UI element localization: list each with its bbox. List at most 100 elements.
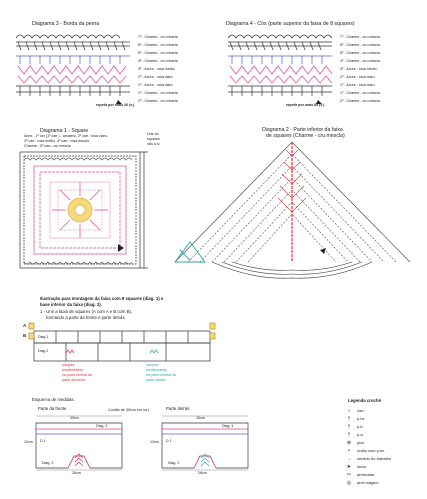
legend-item: † p.bx.	[348, 416, 366, 422]
assembly-front-note: losques	[62, 363, 75, 367]
diagram4-row: 6º - Charme - cru mescla	[340, 43, 380, 47]
legend-title: Legenda crochê	[348, 398, 381, 403]
measures-side: 12cm	[24, 440, 33, 444]
diagram3-row: 1º - Charme - cru mescla	[138, 91, 178, 95]
measures-width-top: 40cm	[196, 416, 205, 420]
assembly-strip	[28, 322, 216, 362]
measures-back-label: Parte detrás	[166, 406, 190, 411]
diagram3-row: 7º - Charme - cru mescla	[138, 35, 178, 39]
diagram1-side-note: squares	[147, 137, 160, 141]
diagram1-title: Diagrama 1 - Square	[40, 128, 89, 134]
legend-label: picô	[357, 440, 365, 445]
scissors-icon: ✂	[346, 472, 352, 478]
diagram4-row: 4º - Charme - cru mescla	[340, 59, 380, 63]
single-crochet-icon: †	[347, 424, 351, 430]
diagram3-row: 5º - Charme - cru mescla	[138, 51, 178, 55]
measures-front-label: Parte da frente	[38, 406, 67, 411]
diagram4-row: 2º - Azure - rosa claro	[340, 75, 375, 79]
assembly-label-a: A	[23, 323, 27, 328]
legend-label: arrematar	[357, 472, 375, 477]
measure-front	[35, 415, 123, 471]
diagram4-row: 2º - Charme - cru mescla	[340, 99, 380, 103]
legend-label: p.a.	[357, 432, 364, 437]
diagram1-subtitle: Charme - 5º carr.: cru mescla	[24, 144, 71, 148]
assembly-back-note: posicionados	[146, 368, 167, 372]
diagram2-title: Diagrama 2 - Parte inferior da faixa	[262, 127, 343, 133]
measures-diag1: D 1	[40, 439, 46, 443]
measures-diag4: Diag. 4	[222, 424, 234, 428]
assembly-step: 1 - Unir a faixa de squares (A com A e B…	[40, 309, 133, 314]
diagram1-subtitle: Anne - 1º cor (1º carr.) - amarelo, 2º c…	[24, 134, 108, 138]
legend-item: † p.a.	[348, 432, 364, 438]
assembly-title: Ilustração para montagem da faixa com 8 …	[40, 296, 164, 301]
measures-diag4: Diag. 4	[96, 424, 108, 428]
diagram2-triangle	[174, 141, 411, 279]
slip-stitch-icon: †	[347, 416, 351, 422]
legend-label: corr.	[357, 408, 365, 413]
legend-item: ⊕ picô	[347, 440, 365, 446]
diagram4-row: 5º - Charme - cru mescla	[340, 51, 380, 55]
diagram3-row: 3º - Azure - rosa médio	[138, 67, 175, 71]
measures-diag1: D 1	[166, 439, 172, 443]
join-icon: •	[348, 448, 350, 454]
assembly-back-note: losques	[146, 363, 159, 367]
double-crochet-icon: †	[347, 432, 351, 438]
assembly-front-note: parte da frente	[62, 378, 86, 382]
legend-item: ○ corr.	[347, 408, 365, 414]
assembly-diag2: Diag 2	[38, 349, 49, 353]
diagram1-side-note: vão a lo	[147, 142, 160, 146]
diagram4-row: 1º - Azure - rosa claro	[340, 83, 375, 87]
direction-arrow-icon: →	[346, 456, 352, 462]
legend-item: ✂ arrematar	[347, 472, 375, 478]
legend-label: sentido do trabalho	[357, 456, 392, 461]
diagram4-row: 1º - Charme - cru mescla	[340, 91, 380, 95]
diagram3-title: Diagrama 3 - Borda da perna	[32, 21, 100, 27]
diagram1-square	[19, 151, 148, 269]
start-icon: ➤	[346, 464, 352, 470]
diagram3-note: repetir por mais 26 (v.)	[96, 103, 135, 107]
assembly-diag1: Diag 1	[38, 335, 49, 339]
assembly-front-note: posicionados	[62, 368, 83, 372]
diagram4-row: 7º - Charme - cru mescla	[340, 35, 380, 39]
legend-label: p.bx.	[357, 416, 366, 421]
legend-label: início	[357, 464, 367, 469]
picot-icon: ⊕	[346, 440, 352, 446]
measures-width-bottom: 26cm	[72, 471, 81, 475]
legend-item: → sentido do trabalho	[347, 456, 392, 462]
legend-label: anel mágico	[357, 480, 379, 485]
assembly-front-note: na parte central da	[62, 373, 92, 377]
assembly-title: base inferior da faixa (diag. 2).	[40, 302, 102, 307]
measures-diag3: Diag. 3	[42, 461, 54, 465]
legend-label: união com p.bx.	[357, 448, 386, 453]
diagram4-title: Diagrama 4 - Cós (parte superior da faix…	[226, 21, 355, 27]
legend-item: ◎ anel mágico	[347, 480, 379, 486]
legend-item: ➤ início	[347, 464, 367, 470]
diagram1-subtitle: 3º carr.: rosa médio, 4º carr.: rosa esc…	[24, 139, 91, 143]
diagram3-row: 6º - Charme - cru mescla	[138, 43, 178, 47]
measures-cord-note: Cordão de (50cm em cor)	[108, 408, 149, 412]
assembly-step: formando a parte da frente e parte detrá…	[46, 315, 126, 320]
measures-width-bottom: 26cm	[198, 471, 207, 475]
diagram4-row: 3º - Azure - rosa médio	[340, 67, 377, 71]
measures-side: 12cm	[150, 440, 159, 444]
diagram3-row: 2º - Azure - rosa claro	[138, 75, 173, 79]
legend-item: • união com p.bx.	[348, 448, 386, 454]
diagram3-row: 1º - Azure - rosa claro	[138, 83, 173, 87]
assembly-label-b: B	[23, 333, 27, 338]
diagram3-row: 2º - Charme - cru mescla	[138, 99, 178, 103]
diagram4-chart	[227, 34, 333, 104]
diagram3-row: 4º - Charme - cru mescla	[138, 59, 178, 63]
legend-label: p.b.	[357, 424, 364, 429]
diagram1-side-note: Unir do	[147, 132, 159, 136]
assembly-back-note: na parte central da	[146, 373, 176, 377]
measure-back	[161, 415, 249, 471]
diagram4-note: repetir por mais 85 (v.)	[286, 103, 325, 107]
legend-item: † p.b.	[348, 424, 364, 430]
magic-ring-icon: ◎	[346, 480, 352, 486]
diagram3-chart	[15, 34, 130, 104]
measures-width-top: 40cm	[70, 416, 79, 420]
measures-title: Esquema de medidas:	[32, 397, 75, 402]
chain-icon: ○	[347, 408, 351, 414]
measures-diag3: Diag. 3	[168, 461, 180, 465]
